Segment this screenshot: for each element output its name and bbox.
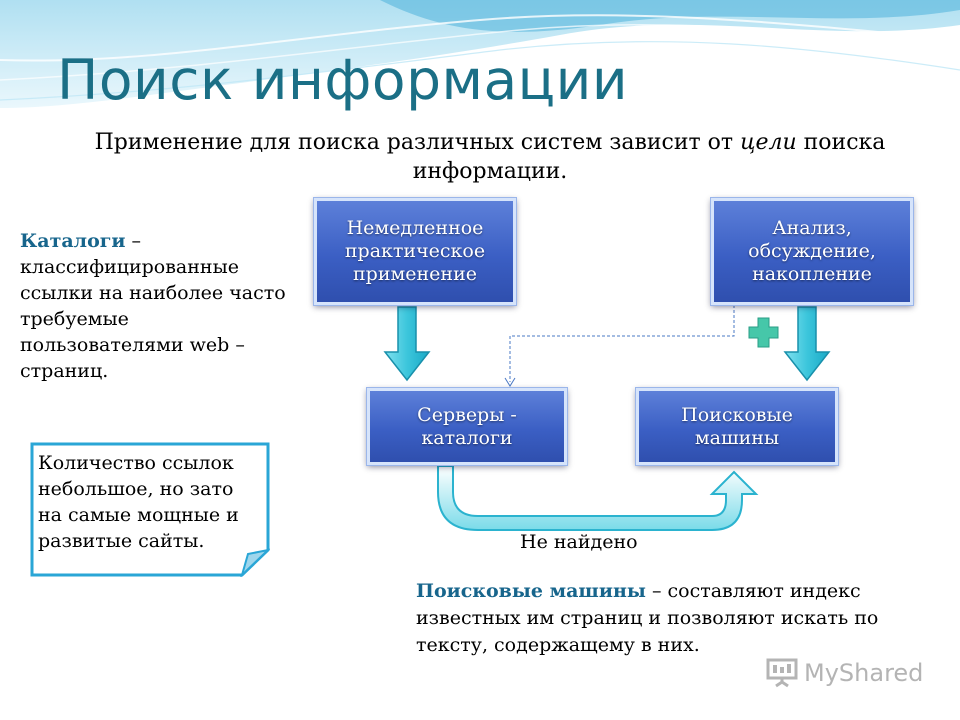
node-search-engines: Поисковые машины [636, 388, 838, 465]
not-found-label: Не найдено [520, 531, 638, 553]
search-engines-definition: Поисковые машины – составляют индекс изв… [416, 578, 926, 659]
node-immediate-use: Немедленное практическое применение [314, 198, 516, 305]
dashed-connector [509, 300, 735, 382]
node-catalog-servers: Серверы - каталоги [367, 388, 567, 465]
intro-text: Применение для поиска различных систем з… [60, 128, 920, 186]
down-arrow-left [383, 306, 431, 382]
dashed-arrowhead [504, 377, 516, 387]
node-analysis: Анализ, обсуждение, накопление [711, 198, 913, 305]
presentation-board-icon [766, 658, 798, 688]
intro-before: Применение для поиска различных систем з… [94, 130, 741, 155]
watermark: MyShared [766, 656, 926, 690]
wave-background [0, 0, 960, 108]
down-arrow-right [783, 306, 831, 382]
catalogs-definition: Каталоги – классифицированные ссылки на … [20, 228, 290, 384]
catalogs-term: Каталоги [20, 230, 126, 252]
slide-title: Поиск информации [57, 48, 629, 112]
u-turn-arrow [437, 465, 759, 531]
intro-emphasis: цели [740, 130, 797, 155]
intro-after: поиска информации. [412, 130, 886, 184]
note-callout [30, 442, 270, 577]
search-engines-description: – составляют индекс известных им страниц… [416, 580, 879, 656]
search-engines-term: Поисковые машины [416, 580, 646, 602]
note-text: Количество ссылок небольшое, но зато на … [38, 452, 239, 552]
plus-icon [748, 317, 779, 348]
catalogs-description: – классифицированные ссылки на наиболее … [20, 230, 286, 382]
watermark-text: MyShared [804, 659, 924, 687]
